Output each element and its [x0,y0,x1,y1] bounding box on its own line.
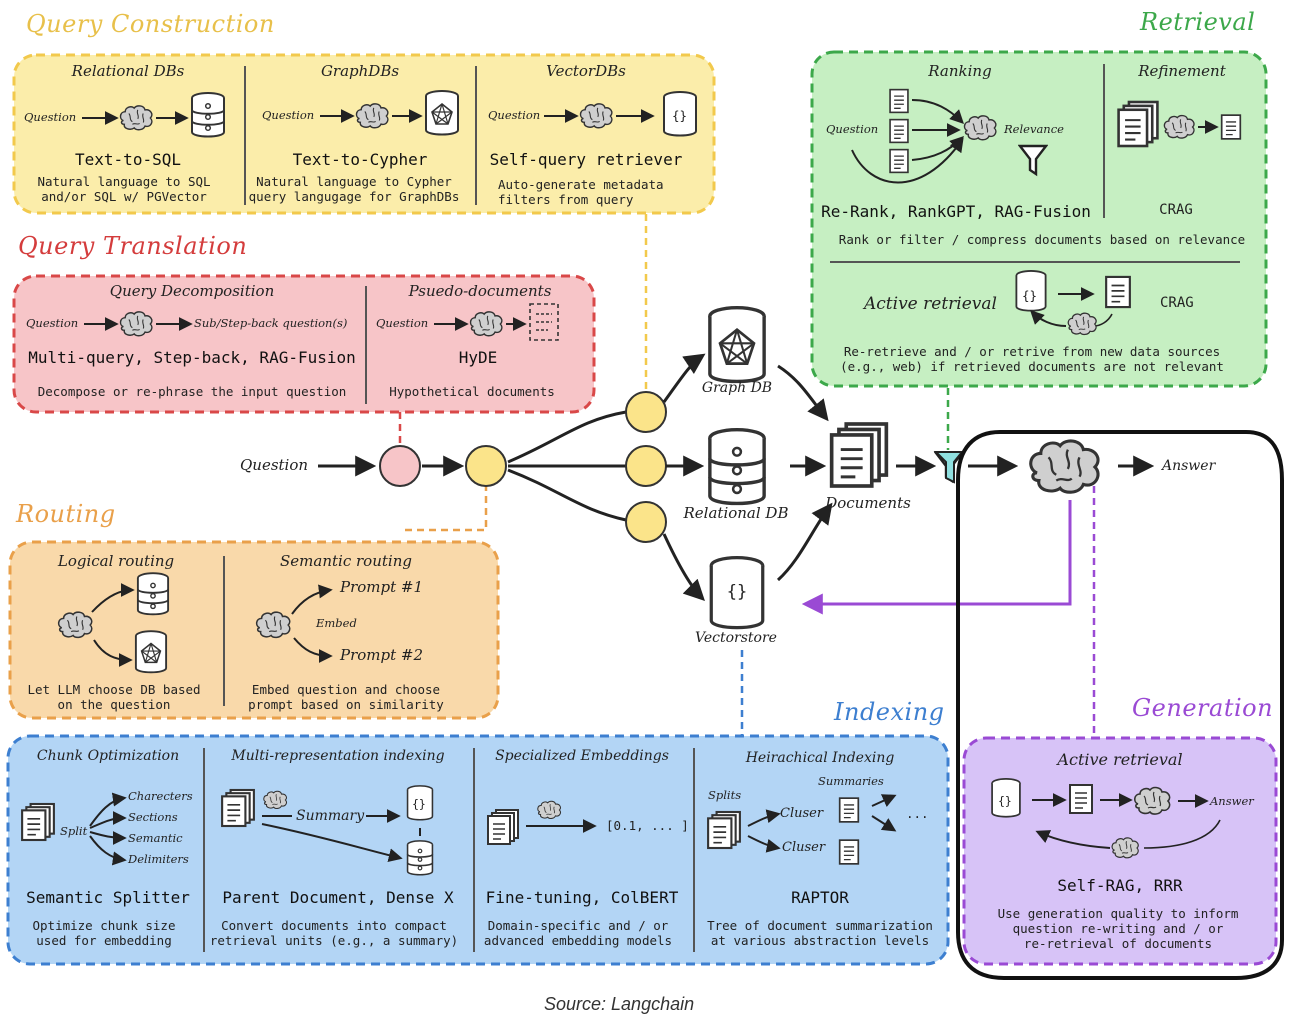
text-to-sql-label: Text-to-SQL [75,150,181,169]
question-label: Question [24,110,77,124]
translation-node [379,445,421,487]
generation-active-retrieval-heading: Active retrieval [1057,750,1183,769]
fine-tuning-label: Fine-tuning, ColBERT [485,888,679,907]
self-query-retriever-label: Self-query retriever [489,150,683,169]
self-rag-label: Self-RAG, RRR [1057,876,1183,895]
question-label: Question [26,316,79,330]
query-decomposition-heading: Query Decomposition [109,282,275,300]
multi-query-label: Multi-query, Step-back, RAG-Fusion [28,348,356,367]
routing-box [8,540,500,720]
active-retrieval-desc: Re-retrieve and / or retrive from new da… [840,344,1224,374]
query-construction-box [12,53,716,215]
hyde-label: HyDE [458,348,498,367]
crag-refinement-label: CRAG [1159,202,1193,218]
text-to-cypher-label: Text-to-Cypher [292,150,428,169]
vectorstore-label: Vectorstore [695,630,777,646]
ellipsis-label: ... [906,806,929,821]
generation-db-icon: {} [998,794,1012,808]
retrieval-title: Retrieval [1140,8,1256,36]
vector-db-icon: {} [672,108,688,123]
question-label: Question [826,122,879,136]
prompt-1-label: Prompt #1 [340,578,424,596]
characters-label: Charecters [128,789,193,803]
decomposition-desc: Decompose or re-phrase the input questio… [37,384,347,399]
hyde-desc: Hypothetical documents [389,384,555,399]
ranking-desc: Rank or filter / compress documents base… [838,232,1246,247]
summaries-label: Summaries [818,774,884,788]
parent-document-label: Parent Document, Dense X [222,888,454,907]
logical-routing-heading: Logical routing [57,552,175,570]
query-translation-title: Query Translation [18,232,248,260]
chunk-optimization-heading: Chunk Optimization [36,748,180,764]
embed-label: Embed [316,616,357,630]
crag-active-label: CRAG [1160,295,1194,311]
indexing-title: Indexing [834,698,945,726]
retrieval-box [810,50,1268,388]
pseudo-documents-heading: Psuedo-documents [408,282,552,300]
sections-label: Sections [128,810,178,824]
active-retrieval-db-icon: {} [1022,288,1038,303]
semantic-label: Semantic [128,831,183,845]
question-label: Question [376,316,429,330]
question-label: Question [262,108,315,122]
hierarchical-indexing-heading: Heirachical Indexing [745,750,895,766]
splits-label: Splits [708,788,742,802]
main-flow [318,306,1284,980]
split-label: Split [60,824,88,838]
ranking-heading: Ranking [928,62,992,80]
vectordbs-heading: VectorDBs [546,62,626,80]
connector-lines [398,214,1096,736]
multi-representation-heading: Multi-representation indexing [231,748,445,764]
question-label: Question [488,108,541,122]
cluster-2-label: Cluser [782,840,826,855]
specialized-embeddings-heading: Specialized Embeddings [495,748,669,764]
flow-answer-label: Answer [1162,458,1216,474]
routing-title: Routing [16,500,116,528]
semantic-splitter-label: Semantic Splitter [26,888,190,907]
generation-box [962,736,1278,966]
generation-answer-label: Answer [1210,794,1254,808]
delimiters-label: Delimiters [128,852,189,866]
vectorstore-icon: {} [726,582,748,602]
refinement-heading: Refinement [1138,62,1226,80]
prompt-2-label: Prompt #2 [340,646,424,664]
query-translation-box [12,274,596,414]
documents-label: Documents [825,494,911,512]
relational-db-label: Relational DB [683,504,789,522]
summary-label: Summary [296,808,365,824]
source-caption: Source: Langchain [544,994,695,1014]
relational-dbs-heading: Relational DBs [71,62,185,80]
semantic-routing-heading: Semantic routing [280,552,412,570]
graphdbs-heading: GraphDBs [320,62,400,80]
vector-label: [0.1, ... ] [606,818,689,833]
indexing-box [6,734,950,966]
cluster-1-label: Cluser [780,806,824,821]
rerank-label: Re-Rank, RankGPT, RAG-Fusion [821,202,1091,221]
active-retrieval-label: Active retrieval [864,294,997,314]
generation-title: Generation [1132,694,1274,722]
multi-rep-db-icon: {} [412,797,426,811]
graph-db-label: Graph DB [701,380,773,396]
sub-question-label: Sub/Step-back question(s) [194,316,348,330]
flow-question-label: Question [240,456,309,474]
query-construction-title: Query Construction [26,10,275,38]
relevance-label: Relevance [1004,122,1064,136]
routing-node [465,445,507,487]
raptor-label: RAPTOR [791,888,849,907]
